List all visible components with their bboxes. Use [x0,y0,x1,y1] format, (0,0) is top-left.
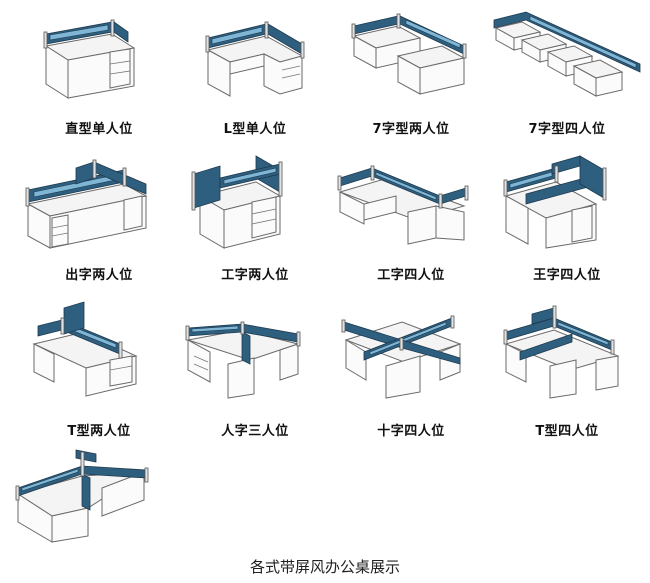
desk-label: L型单人位 [223,122,287,137]
desk-illustration-gong-double [191,155,283,249]
desk-illustration-cross-quad [341,315,462,399]
desk-label: 7字型四人位 [528,122,606,137]
desk-illustration-seven-quad [493,11,641,97]
desk-illustration-l-single [205,21,305,97]
desk-label: T型四人位 [535,424,599,439]
desk-label: 人字三人位 [221,424,289,439]
desk-illustration-t-quad [503,305,620,399]
desk-label: 出字两人位 [65,268,133,283]
desk-illustration-t-double [32,301,138,397]
figure-caption: 各式带屏风办公桌展示 [249,558,400,576]
desk-label: 7字型两人位 [372,122,450,137]
desk-label: 王字四人位 [533,268,601,283]
desk-label: 工字两人位 [221,268,289,283]
desk-illustration-gong-quad [337,165,469,245]
desk-illustration-chu-double [25,159,148,249]
desk-illustration-seven-double [351,13,467,95]
desk-label: 直型单人位 [65,122,133,137]
desk-label: 工字四人位 [377,268,445,283]
desk-label: T型两人位 [67,424,131,439]
desk-illustration-multi-station [15,449,149,543]
desk-illustration-straight-single [43,19,136,99]
desk-label: 十字四人位 [377,424,445,439]
desk-illustration-ren-triple [185,321,301,399]
desk-illustration-wang-quad [503,155,607,249]
